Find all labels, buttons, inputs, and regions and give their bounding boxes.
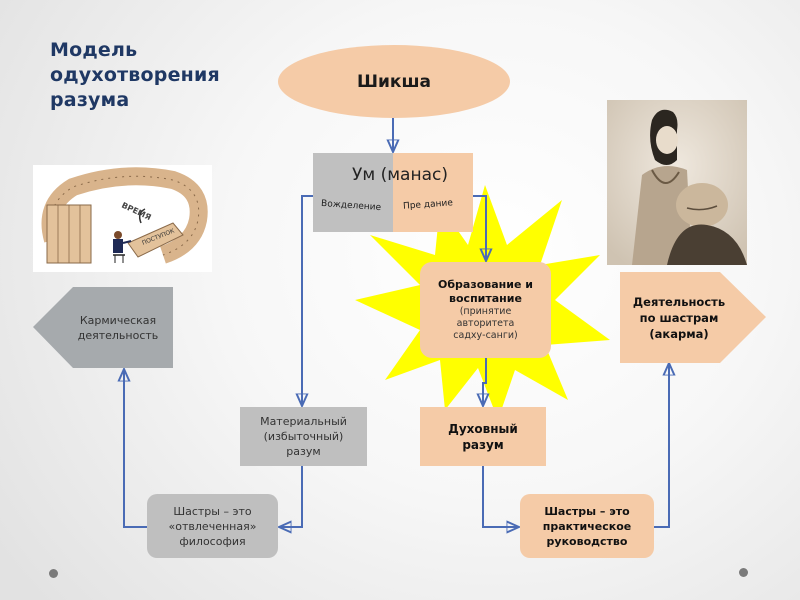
shastra-practical-box: Шастры – это практическое руководство bbox=[520, 494, 654, 558]
title-line: одухотворения bbox=[50, 64, 220, 86]
shiksha-label: Шикша bbox=[357, 71, 431, 92]
material-line: Материальный bbox=[260, 415, 347, 428]
karmic-shape bbox=[33, 287, 173, 368]
karmic-activity-arrow: Кармическая деятельность bbox=[33, 287, 173, 368]
spiritual-mind-box: Духовный разум bbox=[420, 407, 546, 466]
karmic-line: Кармическая bbox=[79, 313, 157, 327]
education-title-line: воспитание bbox=[449, 292, 522, 305]
domino-image: ПОСТУПОК ВРЕМЯ bbox=[41, 167, 208, 264]
decorative-dot bbox=[49, 569, 58, 578]
connector-mind-education bbox=[473, 195, 486, 261]
mind-right-half bbox=[393, 153, 473, 232]
mind-box: Ум (манас) Вожделение Пре дание bbox=[313, 153, 473, 232]
spiritual-line: разум bbox=[462, 437, 504, 452]
material-mind-box: Материальный (избыточный) разум bbox=[240, 407, 367, 466]
connector-shastra-practical-activity bbox=[654, 363, 669, 528]
material-line: разум bbox=[286, 445, 321, 458]
slide-title: Модель одухотворения разума bbox=[50, 38, 280, 113]
mind-left-half bbox=[313, 153, 393, 232]
connector-material-shastra-abstract bbox=[279, 466, 303, 527]
mind-title: Ум (манас) bbox=[352, 165, 448, 185]
connector-spiritual-shastra-practical bbox=[482, 466, 519, 527]
shastra-abstract-box: Шастры – это «отвлеченная» философия bbox=[147, 494, 278, 558]
shastra-practical-line: Шастры – это bbox=[544, 504, 630, 518]
connector-education-spiritual bbox=[483, 358, 486, 406]
education-title-line: Образование и bbox=[438, 278, 533, 291]
shastra-practical-line: руководство bbox=[546, 534, 628, 548]
activity-line: Деятельность bbox=[632, 294, 726, 309]
education-sub-line: (принятие bbox=[459, 306, 512, 317]
activity-line: по шастрам bbox=[639, 310, 719, 325]
shastra-abstract-line: «отвлеченная» bbox=[168, 519, 257, 533]
title-line: Модель bbox=[50, 39, 138, 61]
material-line: (избыточный) bbox=[263, 430, 344, 443]
activity-line: (акарма) bbox=[649, 326, 709, 341]
portrait-image bbox=[607, 100, 747, 265]
activity-label: Деятельность по шастрам (акарма) bbox=[620, 272, 738, 363]
activity-shape bbox=[620, 272, 766, 363]
domino-label-time: ВРЕМЯ bbox=[120, 201, 152, 222]
shastra-abstract-line: Шастры – это bbox=[173, 504, 252, 518]
karmic-line: деятельность bbox=[77, 328, 159, 342]
education-sub-line: садху-санги) bbox=[453, 330, 518, 341]
spiritual-line: Духовный bbox=[448, 421, 518, 436]
title-line: разума bbox=[50, 89, 130, 111]
shastra-practical-line: практическое bbox=[542, 519, 632, 533]
shastra-abstract-line: философия bbox=[179, 534, 246, 548]
connector-mind-material bbox=[302, 195, 313, 406]
connector-shastra-abstract-karmic bbox=[124, 369, 147, 528]
portrait-photo bbox=[607, 100, 747, 265]
shiksha-ellipse: Шикша bbox=[278, 45, 510, 118]
karmic-label: Кармическая деятельность bbox=[63, 287, 173, 368]
education-box: Образование и воспитание (принятие автор… bbox=[420, 262, 551, 358]
decorative-dot bbox=[739, 568, 748, 577]
shastra-activity-arrow: Деятельность по шастрам (акарма) bbox=[620, 272, 766, 363]
education-sub-line: авторитета bbox=[456, 318, 515, 329]
domino-illustration: ПОСТУПОК ВРЕМЯ bbox=[33, 165, 212, 272]
